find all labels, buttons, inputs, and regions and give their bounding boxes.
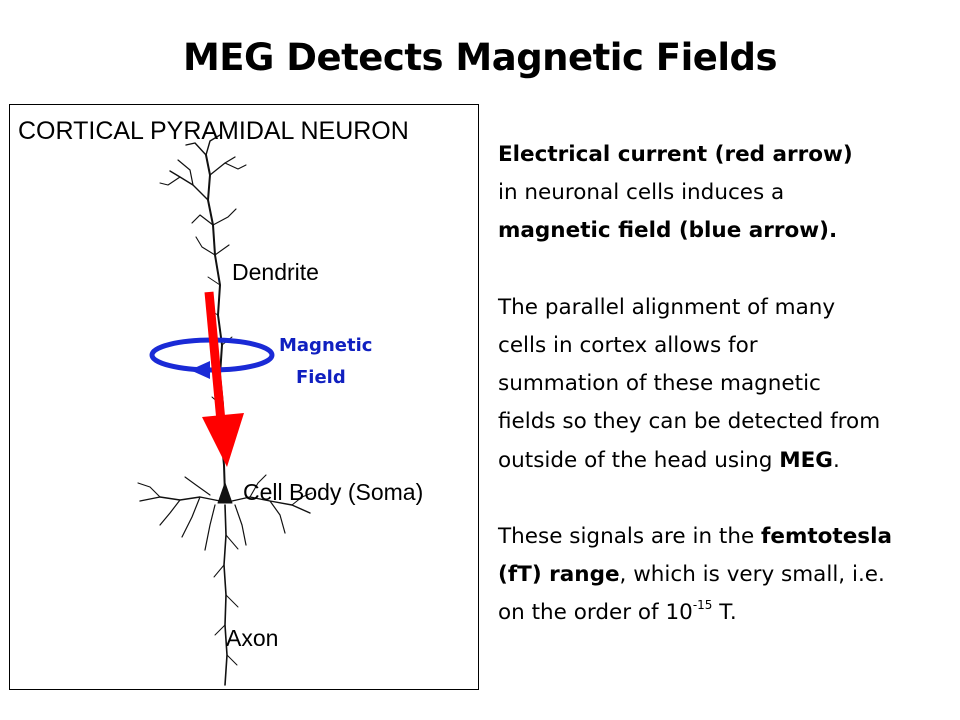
p2-line2: cells in cortex allows for bbox=[498, 332, 758, 358]
p3-line3-post: T. bbox=[712, 600, 737, 626]
ft-range-term: (fT) range bbox=[498, 562, 620, 588]
p1-line1: Electrical current (red arrow) bbox=[498, 142, 853, 167]
p3-line1-pre: These signals are in the bbox=[498, 523, 762, 549]
neuron-drawing bbox=[137, 134, 313, 686]
p2-line5-post: . bbox=[832, 447, 840, 473]
magnetic-label-line2: Field bbox=[296, 367, 346, 388]
magnetic-label-line1: Magnetic bbox=[279, 335, 373, 356]
p2-line3: summation of these magnetic bbox=[498, 371, 821, 397]
axon-label: Axon bbox=[226, 625, 279, 651]
p3-line2-post: , which is very small, i.e. bbox=[619, 562, 885, 588]
exponent: -15 bbox=[692, 598, 713, 613]
p2-line1: The parallel alignment of many bbox=[498, 294, 836, 320]
p3-line3-pre: on the order of 10 bbox=[498, 600, 693, 626]
figure-title: CORTICAL PYRAMIDAL NEURON bbox=[18, 117, 409, 145]
neuron-figure: CORTICAL PYRAMIDAL NEURON Dendrite Cell … bbox=[9, 104, 479, 690]
neuron-dendrite-tree bbox=[137, 134, 313, 686]
magnetic-field-arrowhead bbox=[190, 361, 210, 379]
p3-line2: (fT) range, which is very small, i.e. bbox=[498, 556, 958, 594]
p1-line3: magnetic field (blue arrow). bbox=[498, 218, 838, 244]
femtotesla-term: femtotesla bbox=[761, 523, 892, 549]
p2-line4: fields so they can be detected from bbox=[498, 409, 881, 435]
meg-term: MEG bbox=[779, 447, 833, 473]
p2-line5: outside of the head using MEG. bbox=[498, 442, 958, 480]
p2-line5-pre: outside of the head using bbox=[498, 447, 780, 473]
explanation-text: Electrical current (red arrow) in neuron… bbox=[498, 136, 958, 632]
p1-line2: in neuronal cells induces a bbox=[498, 180, 785, 206]
current-arrow bbox=[202, 291, 244, 467]
p3-line1: These signals are in the femtotesla bbox=[498, 518, 958, 556]
dendrite-label: Dendrite bbox=[232, 259, 319, 285]
soma-label: Cell Body (Soma) bbox=[243, 479, 424, 505]
p3-line3: on the order of 10-15 T. bbox=[498, 594, 958, 632]
slide-title: MEG Detects Magnetic Fields bbox=[182, 36, 778, 79]
